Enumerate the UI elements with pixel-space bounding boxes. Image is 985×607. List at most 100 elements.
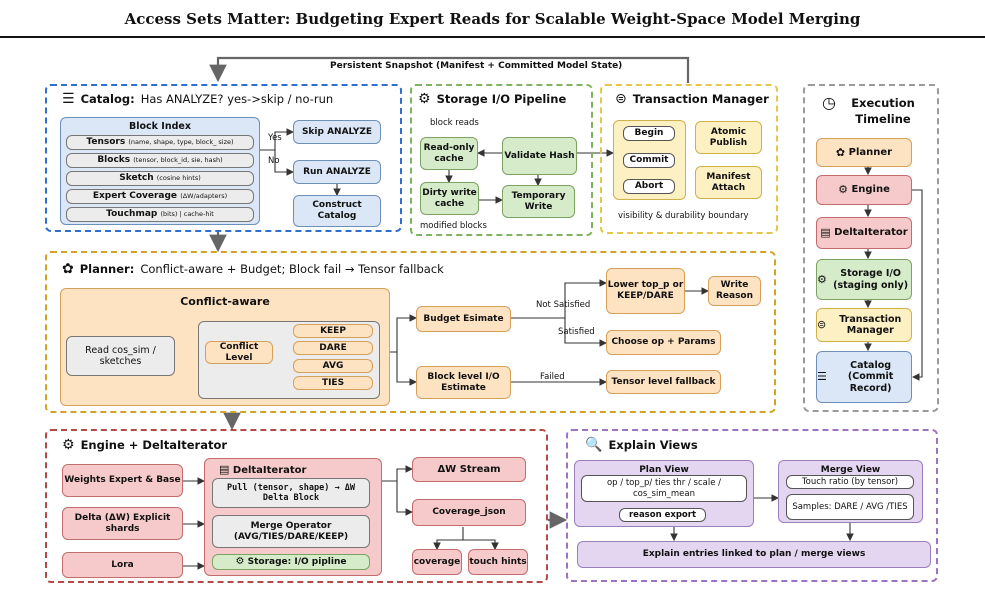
document-search-icon: 🔍 bbox=[585, 437, 603, 453]
dirty-write-cache: Dirty write cache bbox=[420, 182, 479, 215]
construct-catalog: Construct Catalog bbox=[293, 195, 381, 227]
op-dare: DARE bbox=[293, 341, 373, 355]
readonly-cache: Read-only cache bbox=[420, 137, 478, 170]
menu-circle-icon: ⊜ bbox=[817, 318, 827, 332]
lora: Lora bbox=[62, 552, 183, 578]
timeline-label: Catalog (Commit Record) bbox=[847, 359, 894, 394]
pipeline-icon: ⚙ bbox=[235, 556, 245, 567]
conflict-level: Conflict Level bbox=[205, 341, 273, 364]
not-satisfied-label: Not Satisfied bbox=[536, 300, 591, 310]
timeline-storage: ⚙ Storage I/O (staging only) bbox=[816, 259, 912, 300]
budget-estimate: Budget Esimate bbox=[416, 306, 511, 332]
weights-expert-base: Weights Expert & Base bbox=[62, 464, 183, 497]
failed-label: Failed bbox=[540, 372, 565, 382]
engine-title: Engine + DeltaIterator bbox=[80, 438, 228, 452]
lower-top-p: Lower top_p or KEEP/DARE bbox=[606, 268, 685, 314]
storage-title: Storage I/O Pipeline bbox=[436, 92, 567, 106]
row-sub: (ΔW/adapters) bbox=[180, 191, 228, 200]
manifest-attach: Manifest Attach bbox=[695, 166, 762, 199]
op-ties: TIES bbox=[293, 376, 373, 390]
row-sub: (name, shape, type, block_ size) bbox=[128, 137, 234, 146]
block-index-row: Blocks (tensor, block_id, sie, hash) bbox=[66, 153, 254, 168]
block-index-row: Sketch (cosine hints) bbox=[66, 171, 254, 186]
deltaiterator-title-wrap: ▤ DeltaIterator bbox=[219, 463, 306, 477]
pull-delta-block: Pull (tensor, shape) → ΔW Delta Block bbox=[212, 478, 370, 508]
touch-hints: touch hints bbox=[468, 549, 528, 575]
engine-icon: ⚙ bbox=[838, 183, 848, 197]
txn-title: Transaction Manager bbox=[632, 92, 769, 106]
pipeline-icon: ⚙ bbox=[817, 272, 827, 286]
coverage-json: Coverage_json bbox=[412, 499, 526, 526]
begin-op: Begin bbox=[623, 126, 675, 141]
plan-fields: op / top_p/ ties thr / scale / cos_sim_m… bbox=[581, 475, 747, 502]
window-icon: ▤ bbox=[219, 463, 230, 476]
timeline-label: Engine bbox=[851, 184, 890, 195]
storage-io-pipline: ⚙ Storage: I/O pipline bbox=[212, 554, 370, 570]
timeline-txn: ⊜ Transaction Manager bbox=[816, 308, 912, 342]
block-reads-label: block reads bbox=[430, 118, 479, 128]
timeline-label: Storage I/O (staging only) bbox=[833, 268, 909, 291]
run-analyze: Run ANALYZE bbox=[293, 160, 381, 184]
planner-header: ✿ Planner: Conflict-aware + Budget; Bloc… bbox=[62, 261, 444, 277]
timeline-panel bbox=[803, 84, 939, 412]
txn-panel bbox=[600, 84, 778, 234]
block-index-title: Block Index bbox=[129, 121, 191, 132]
explain-panel bbox=[566, 429, 938, 582]
engine-header: ⚙ Engine + DeltaIterator bbox=[62, 437, 227, 453]
row-main: Touchmap bbox=[106, 209, 158, 220]
snapshot-label: Persistent Snapshot (Manifest + Committe… bbox=[330, 61, 623, 71]
delta-w-stream: ΔW Stream bbox=[412, 457, 526, 482]
checklist-icon: ☰ bbox=[62, 91, 75, 107]
timeline-deltaiterator: ▤ DeltaIterator bbox=[816, 217, 912, 249]
txn-header: ⊜ Transaction Manager bbox=[615, 91, 769, 107]
row-main: Blocks bbox=[97, 155, 131, 166]
row-sub: (cosine hints) bbox=[156, 173, 201, 182]
timeline-engine: ⚙ Engine bbox=[816, 175, 912, 205]
coverage: coverage bbox=[412, 549, 462, 575]
validate-hash: Validate Hash bbox=[502, 137, 577, 175]
temporary-write: Temporary Write bbox=[502, 185, 575, 218]
explain-header: 🔍 Explain Views bbox=[585, 437, 698, 453]
op-keep: KEEP bbox=[293, 324, 373, 338]
row-main: Sketch bbox=[119, 173, 154, 184]
engine-panel bbox=[45, 429, 548, 583]
deltaiterator-title: DeltaIterator bbox=[232, 465, 307, 476]
touch-ratio: Touch ratio (by tensor) bbox=[786, 475, 914, 489]
planner-subtitle: Conflict-aware + Budget; Block fail → Te… bbox=[140, 262, 444, 276]
skip-analyze: Skip ANALYZE bbox=[293, 120, 381, 144]
storage-header: ⚙ Storage I/O Pipeline bbox=[418, 91, 566, 107]
storage-panel bbox=[410, 84, 593, 236]
timeline-label: Transaction Manager bbox=[839, 313, 902, 336]
title-rule bbox=[0, 36, 985, 38]
read-cossim: Read cos_sim / sketches bbox=[66, 336, 175, 376]
timeline-catalog: ☰ Catalog (Commit Record) bbox=[816, 351, 912, 403]
timeline-icon: ◷ bbox=[822, 93, 836, 112]
checklist-icon: ☰ bbox=[817, 370, 827, 384]
timeline-label: DeltaIterator bbox=[834, 227, 908, 238]
window-icon: ▤ bbox=[820, 226, 831, 240]
no-label: No bbox=[268, 156, 280, 166]
tensor-fallback: Tensor level fallback bbox=[606, 370, 721, 394]
choose-op-params: Choose op + Params bbox=[606, 330, 721, 355]
paper-title: Access Sets Matter: Budgeting Expert Rea… bbox=[124, 10, 861, 28]
catalog-panel bbox=[45, 84, 402, 232]
catalog-header: ☰ Catalog: Has ANALYZE? yes->skip / no-r… bbox=[62, 91, 333, 107]
conflict-aware-title: Conflict-aware bbox=[180, 295, 270, 308]
leaf-icon: ✿ bbox=[62, 261, 74, 277]
abort-op: Abort bbox=[623, 179, 675, 194]
block-index-row: Expert Coverage (ΔW/adapters) bbox=[66, 189, 254, 204]
plan-view-title: Plan View bbox=[639, 465, 689, 475]
timeline-planner: ✿ Planner bbox=[816, 138, 912, 167]
pipeline-icon: ⚙ bbox=[418, 91, 431, 107]
row-sub: (tensor, block_id, sie, hash) bbox=[133, 155, 223, 164]
explain-title: Explain Views bbox=[608, 438, 698, 452]
boundary-label: visibility & durability boundary bbox=[618, 211, 749, 221]
yes-label: Yes bbox=[268, 133, 282, 143]
planner-title: Planner: bbox=[79, 262, 135, 276]
catalog-subtitle: Has ANALYZE? yes->skip / no-run bbox=[140, 92, 334, 106]
block-index-row: Tensors (name, shape, type, block_ size) bbox=[66, 135, 254, 150]
delta-shards: Delta (ΔW) Explicit shards bbox=[62, 507, 183, 540]
catalog-title: Catalog: bbox=[80, 92, 135, 106]
planner-panel bbox=[45, 251, 776, 413]
samples: Samples: DARE / AVG /TIES bbox=[786, 494, 914, 520]
